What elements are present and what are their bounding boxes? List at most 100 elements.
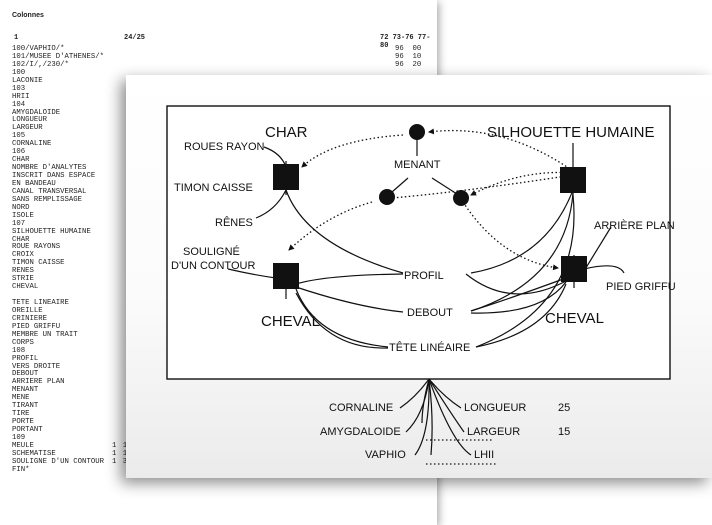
label-vaphio: VAPHIO bbox=[365, 449, 406, 461]
label-pied-griffu: PIED GRIFFU bbox=[606, 281, 676, 293]
printout-line: SANS REMPLISSAGE bbox=[12, 195, 432, 205]
printout-line-codes: 1 3 bbox=[112, 457, 129, 466]
printout-line-text: CROIX bbox=[12, 251, 34, 260]
printout-line: 101/MUSEE D'ATHENES/* 96 10 bbox=[12, 52, 432, 62]
printout-line: CORPS bbox=[12, 338, 432, 348]
printout-line: DEBOUT bbox=[12, 370, 432, 379]
printout-line-number: 96 20 bbox=[395, 60, 422, 69]
printout-line: 100/VAPHIO/*96 00 bbox=[12, 45, 432, 54]
printout-line-text: AMYGDALOIDE bbox=[12, 108, 61, 117]
printout-line: CHEVAL bbox=[12, 283, 432, 292]
printout-line-text: CHEVAL bbox=[12, 283, 39, 292]
printout-line: TIRANT bbox=[12, 402, 432, 411]
printout-line-text: FIN* bbox=[12, 465, 30, 474]
printout-line-text: 101/MUSEE D'ATHENES/* bbox=[12, 52, 104, 61]
tree-diagram: CHAR SILHOUETTE HUMAINE ROUES RAYON TIMO… bbox=[166, 105, 676, 465]
printout-line: TIRE bbox=[12, 410, 432, 419]
printout-line-text: SOULIGNE D'UN CONTOUR bbox=[12, 457, 104, 466]
label-longueur: LONGUEUR bbox=[464, 402, 526, 414]
printout-line-text: STRIE bbox=[12, 275, 34, 284]
printout-line: VERS DROITE bbox=[12, 363, 432, 372]
printout-line-text: LONGUEUR bbox=[12, 116, 48, 125]
printout-line-text: CANAL TRANSVERSAL bbox=[12, 187, 87, 196]
printout-line: 105 bbox=[12, 132, 432, 141]
printout-line: PORTE bbox=[12, 418, 432, 427]
char-node bbox=[273, 164, 299, 190]
label-souligne-2: D'UN CONTOUR bbox=[171, 260, 255, 272]
printout-line-text: CHAR bbox=[12, 235, 30, 244]
printout-line-number: 96 10 bbox=[395, 52, 422, 61]
printout-line: CANAL TRANSVERSAL bbox=[12, 187, 432, 197]
printout-line-text: PROFIL bbox=[12, 354, 39, 363]
printout-line-text: CRINIERE bbox=[12, 314, 48, 323]
char-title: CHAR bbox=[265, 124, 308, 141]
label-renes: RÊNES bbox=[215, 216, 253, 229]
printout-line-text: SCHEMATISE bbox=[12, 449, 56, 458]
printout-line: PORTANT bbox=[12, 426, 432, 435]
label-timon-caisse: TIMON CAISSE bbox=[174, 182, 253, 194]
printout-line: HRII bbox=[12, 92, 432, 102]
menant-right-node bbox=[453, 190, 469, 206]
label-amygdaloide: AMYGDALOIDE bbox=[320, 426, 401, 438]
column-header-1: 1 bbox=[14, 34, 19, 42]
cheval-right-title: CHEVAL bbox=[545, 310, 604, 327]
printout-line: 104 bbox=[12, 101, 432, 110]
printout-line-text: 108 bbox=[12, 346, 26, 355]
printout-line-text: SILHOUETTE HUMAINE bbox=[12, 227, 91, 236]
printout-line: 103 bbox=[12, 84, 432, 94]
printout-line: MENE bbox=[12, 394, 432, 403]
label-profil: PROFIL bbox=[404, 270, 444, 282]
printout-line: ARRIERE PLAN bbox=[12, 378, 432, 387]
cheval-right-node bbox=[561, 256, 587, 282]
printout-line: CHAR bbox=[12, 156, 432, 165]
printout-line: INSCRIT DANS ESPACE bbox=[12, 172, 432, 181]
label-arriere-plan: ARRIÈRE PLAN bbox=[594, 219, 675, 232]
menant-arrows bbox=[288, 128, 574, 465]
label-tete-lineaire: TÊTE LINÉAIRE bbox=[389, 341, 470, 354]
printout-line-text: ISOLE bbox=[12, 211, 34, 220]
printout-line: LARGEUR bbox=[12, 124, 432, 133]
printout-line: TIMON CAISSE bbox=[12, 259, 432, 268]
column-header-3: 72 73-76 77-80 bbox=[380, 34, 431, 50]
label-debout: DEBOUT bbox=[407, 307, 453, 319]
label-largeur: LARGEUR bbox=[467, 426, 520, 438]
printout-line-text: NOMBRE D'ANALYTES bbox=[12, 164, 87, 173]
printout-line: 106 bbox=[12, 148, 432, 157]
printout-line-text: MEMBRE UN TRAIT bbox=[12, 330, 78, 339]
printout-line: 100 bbox=[12, 68, 432, 78]
printout-line: CRINIERE bbox=[12, 314, 432, 324]
label-roues-rayon: ROUES RAYON bbox=[184, 141, 265, 153]
printout-line: MENANT bbox=[12, 386, 432, 395]
printout-line-text: 100 bbox=[12, 68, 26, 77]
printout-line-text: TETE LINEAIRE bbox=[12, 299, 69, 307]
cheval-left-node bbox=[273, 263, 299, 289]
printout-line-text: LARGEUR bbox=[12, 124, 43, 133]
printout-line-text: 109 bbox=[12, 433, 26, 442]
printout-line: MEMBRE UN TRAIT bbox=[12, 330, 432, 340]
printout-line-text: CORPS bbox=[12, 338, 34, 347]
label-longueur-value: 25 bbox=[558, 402, 570, 414]
printout-line-text: SANS REMPLISSAGE bbox=[12, 195, 83, 204]
printout-line: OREILLE bbox=[12, 307, 432, 316]
printout-line: LONGUEUR bbox=[12, 116, 432, 125]
printout-line-text: 103 bbox=[12, 84, 26, 93]
printout-line-text: 105 bbox=[12, 132, 26, 141]
printout-line: NOMBRE D'ANALYTES bbox=[12, 164, 432, 173]
printout-header: Colonnes bbox=[12, 12, 44, 19]
printout-line-text: MEULE bbox=[12, 441, 34, 450]
printout-line-text: MENANT bbox=[12, 386, 39, 395]
printout-line: 102/I/,/230/*96 20 bbox=[12, 60, 432, 70]
printout-line-text: HRII bbox=[12, 92, 30, 101]
printout-line: PIED GRIFFU bbox=[12, 323, 432, 332]
printout-line-text: 100/VAPHIO/* bbox=[12, 45, 65, 53]
label-souligne-1: SOULIGNÉ bbox=[183, 245, 240, 258]
printout-line-text: EN BANDEAU bbox=[12, 179, 56, 188]
printout-line: CROIX bbox=[12, 251, 432, 260]
printout-line-text: RENES bbox=[12, 267, 34, 276]
printout-line: TETE LINEAIRE bbox=[12, 299, 432, 308]
printout-line: AMYGDALOIDE bbox=[12, 108, 432, 118]
diagram-labels: CHAR SILHOUETTE HUMAINE ROUES RAYON TIMO… bbox=[171, 124, 676, 461]
printout-line-text: INSCRIT DANS ESPACE bbox=[12, 172, 96, 180]
printout-line: PROFIL bbox=[12, 354, 432, 364]
printout-line: CHAR bbox=[12, 235, 432, 245]
